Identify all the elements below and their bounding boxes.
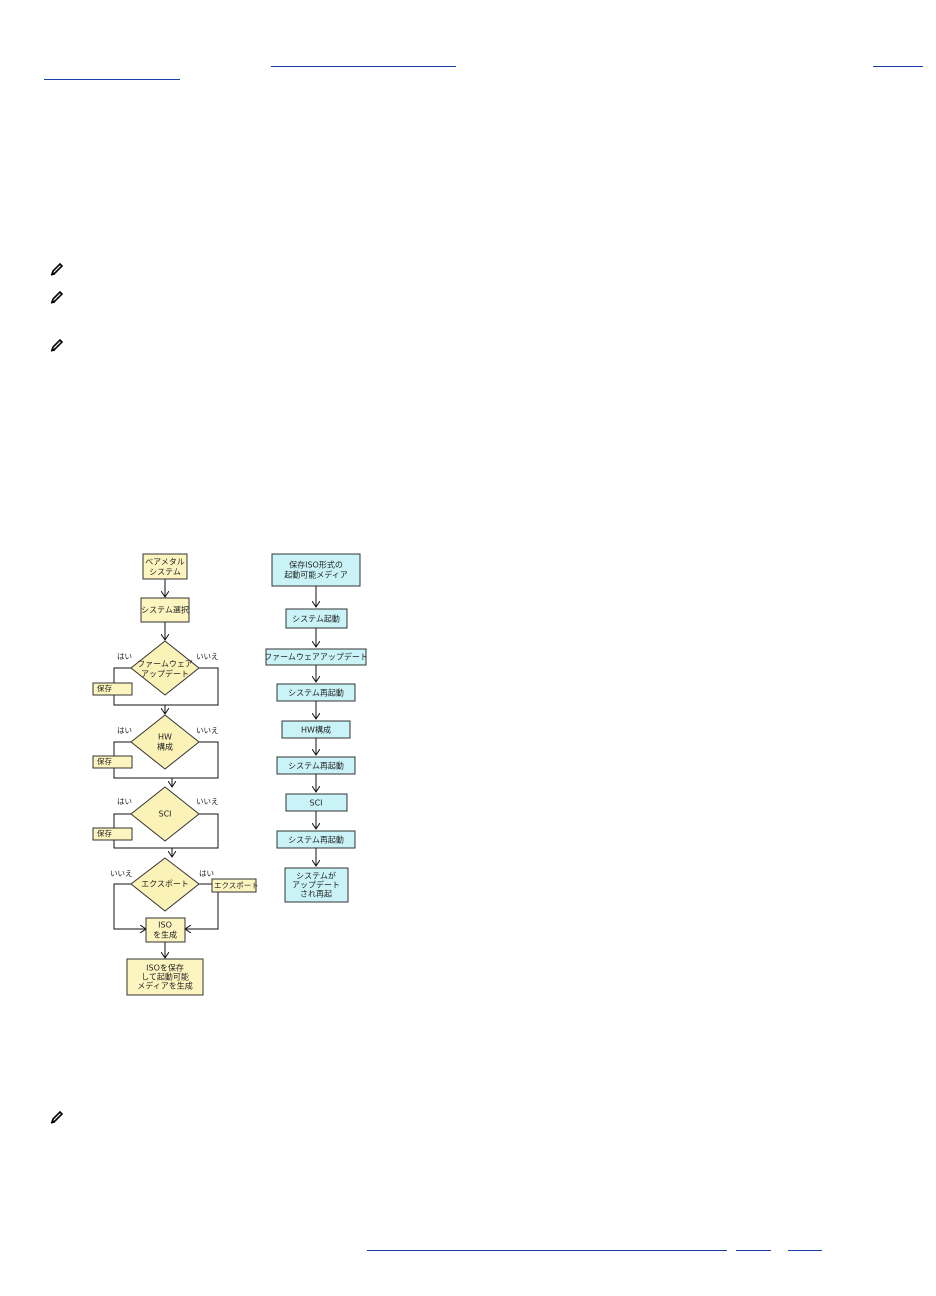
export-decision-label: エクスポート [141, 880, 189, 889]
hw-save-label: 保存 [97, 756, 112, 766]
export-no-label: いいえ [110, 869, 133, 878]
fw-save-label: 保存 [97, 683, 112, 693]
note-icon [50, 1110, 64, 1124]
right-reboot2-node: システム再起動 [276, 756, 356, 775]
hw-yes-label: はい [117, 726, 132, 735]
right-end-node: システムが アップデート され再起 [284, 867, 349, 903]
right-start-node: 保存ISO形式の 起動可能メディア [271, 553, 361, 587]
right-hw-node: HW構成 [281, 720, 351, 739]
header-link-2[interactable] [271, 66, 456, 67]
left-start-line1: ベアメタル [145, 558, 185, 567]
iso-line2: を生成 [153, 930, 177, 940]
right-boot-node: システム起動 [285, 608, 348, 629]
hw-decision-line1: HW [158, 733, 172, 742]
sci-no-label: いいえ [196, 797, 219, 806]
right-reboot1-label: システム再起動 [288, 689, 344, 698]
right-fw-update-label: ファームウェアアップデート [264, 652, 368, 662]
left-select-label: システム選択 [141, 605, 189, 615]
export-yes-label: はい [199, 869, 214, 878]
left-start-line2: システム [149, 568, 181, 577]
fw-decision-line2: アップデート [141, 669, 189, 679]
footer-link-2[interactable] [736, 1250, 771, 1251]
right-boot-label: システム起動 [292, 615, 340, 624]
right-reboot1-node: システム再起動 [276, 683, 356, 702]
iso-line1: ISO [158, 921, 172, 930]
right-end-line2: アップデート [292, 880, 340, 890]
note-icon [50, 290, 64, 304]
right-start-line2: 起動可能メディア [284, 570, 347, 580]
header-link-3[interactable] [873, 66, 923, 67]
right-reboot3-node: システム再起動 [276, 830, 356, 849]
right-sci-label: SCI [309, 799, 322, 808]
left-select-node: システム選択 [140, 597, 190, 623]
right-hw-label: HW構成 [301, 725, 331, 735]
fw-decision-line1: ファームウェア [137, 660, 193, 669]
note-icon [50, 338, 64, 352]
right-reboot3-label: システム再起動 [288, 836, 344, 845]
sci-yes-label: はい [117, 797, 132, 806]
iso-node: ISO を生成 [145, 917, 186, 943]
left-end-line1: ISOを保存 [146, 963, 184, 973]
note-icon [50, 262, 64, 276]
export-box-label: エクスポート [214, 881, 259, 890]
sci-decision: SCI [130, 786, 200, 842]
fw-save-box: 保存 [92, 682, 133, 696]
header-link-1[interactable] [44, 79, 180, 80]
right-sci-node: SCI [285, 793, 348, 812]
export-box: エクスポート [211, 878, 259, 893]
fw-decision: ファームウェア アップデート [130, 640, 200, 696]
left-end-node: ISOを保存 して起動可能 メディアを生成 [126, 958, 204, 996]
hw-no-label: いいえ [196, 726, 219, 735]
right-start-line1: 保存ISO形式の [289, 560, 343, 570]
footer-link-3[interactable] [788, 1250, 822, 1251]
sci-save-box: 保存 [92, 827, 133, 841]
right-end-line1: システムが [296, 871, 336, 881]
fw-yes-label: はい [117, 652, 132, 661]
sci-save-label: 保存 [97, 828, 112, 838]
sci-decision-label: SCI [158, 810, 171, 819]
left-end-line2: して起動可能 [141, 972, 189, 982]
hw-decision-line2: 構成 [157, 742, 173, 752]
hw-decision: HW 構成 [130, 714, 200, 770]
right-reboot2-label: システム再起動 [288, 762, 344, 771]
right-end-line3: され再起 [300, 890, 332, 899]
left-end-line3: メディアを生成 [137, 981, 192, 991]
right-fw-update-node: ファームウェアアップデート [264, 648, 368, 666]
export-decision: エクスポート [130, 857, 200, 912]
hw-save-box: 保存 [92, 755, 133, 769]
fw-no-label: いいえ [196, 652, 219, 661]
left-start-node: ベアメタル システム [142, 553, 188, 580]
footer-link-1[interactable] [367, 1250, 727, 1251]
